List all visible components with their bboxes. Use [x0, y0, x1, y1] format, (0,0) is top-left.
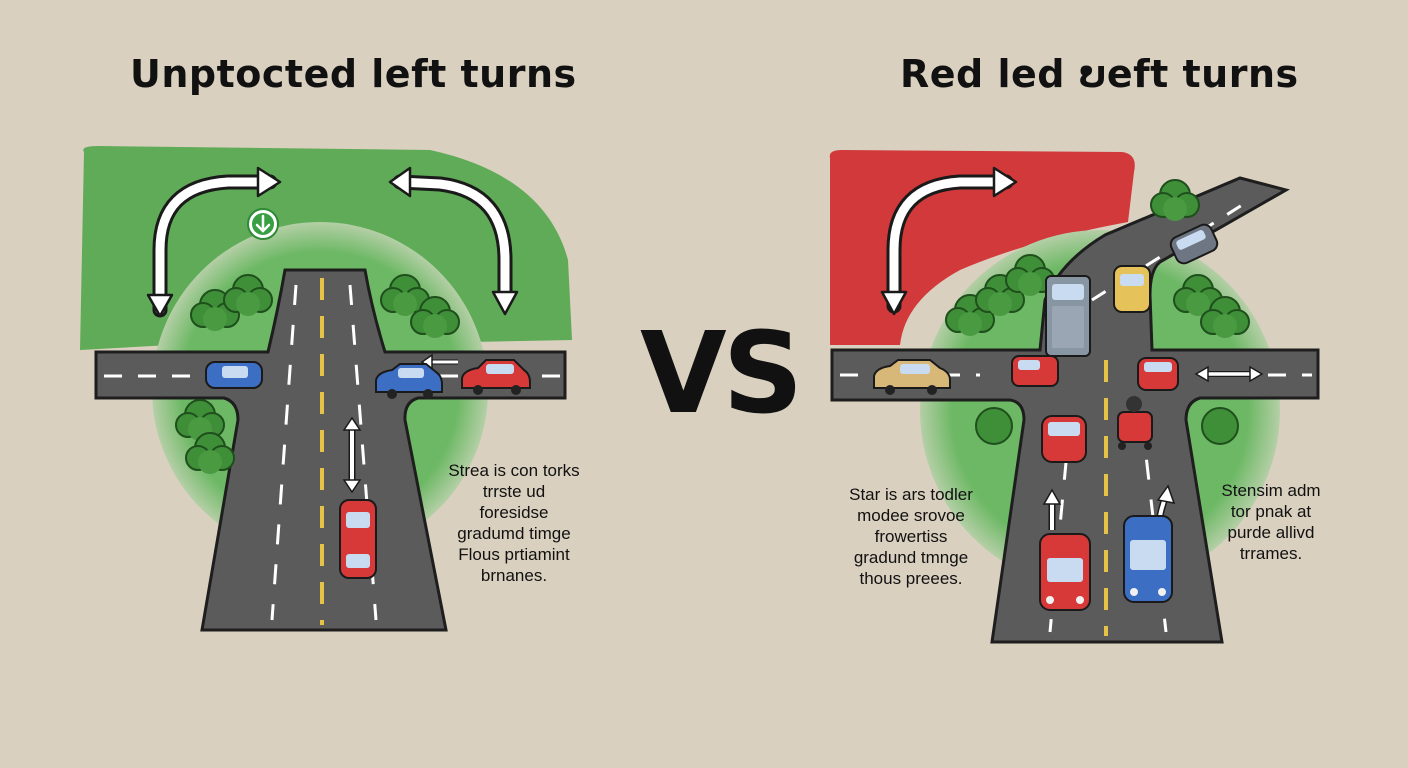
note-line: trrames. — [1239, 544, 1303, 563]
left-car-red-2 — [339, 499, 377, 579]
note-line: Strea is con torks — [448, 461, 580, 480]
left-car-red-1 — [461, 359, 531, 395]
note-line: purde allivd — [1227, 523, 1315, 542]
note-line: Stensim adm — [1221, 481, 1321, 500]
left-intersection — [80, 146, 572, 632]
right-panel-note-right: Stensim adm tor pnak at purde allivd trr… — [1208, 480, 1334, 564]
right-car-blue-front — [1123, 515, 1173, 603]
left-car-blue-2 — [375, 363, 443, 399]
green-down-arrow-icon — [247, 208, 279, 240]
left-big-arrow-left — [146, 166, 282, 318]
note-line: thous preees. — [859, 569, 963, 588]
right-car-tan — [873, 359, 951, 395]
note-line: gradund tmnge — [853, 548, 969, 567]
right-motorcycle — [1117, 396, 1153, 450]
left-big-arrow-right — [388, 166, 519, 316]
right-trees — [945, 179, 1250, 445]
right-panel-title: Red led ບeft turns — [900, 52, 1299, 96]
left-small-arrows — [342, 353, 458, 494]
right-car-grey-far — [1169, 223, 1219, 265]
left-panel-title: Unptocted left turns — [130, 52, 577, 96]
note-line: gradumd timge — [457, 524, 571, 543]
right-big-arrow — [880, 166, 1018, 316]
versus-label: VS — [640, 309, 803, 439]
right-car-yellow — [1113, 265, 1151, 313]
note-line: Star is ars todler — [849, 485, 973, 504]
note-line: foresidse — [479, 503, 549, 522]
right-car-red-small — [1011, 355, 1059, 387]
right-panel-note-left: Star is ars todler modee srovoe frowerti… — [836, 484, 986, 589]
note-line: modee srovoe — [857, 506, 965, 525]
note-line: tor pnak at — [1230, 502, 1312, 521]
right-road — [830, 176, 1320, 644]
right-car-red-front — [1039, 533, 1091, 611]
right-car-red-mid — [1137, 357, 1179, 391]
right-intersection — [829, 150, 1320, 644]
left-panel-note: Strea is con torks trrste ud foresidse g… — [438, 460, 590, 586]
note-line: frowertiss — [874, 527, 948, 546]
note-line: trrste ud — [482, 482, 546, 501]
right-car-red-lane — [1041, 415, 1087, 463]
right-vehicles — [873, 223, 1219, 611]
note-line: Flous prtiamint — [458, 545, 570, 564]
note-line: brnanes. — [480, 566, 548, 585]
left-car-blue-1 — [205, 361, 263, 389]
right-truck-grey — [1045, 275, 1091, 357]
